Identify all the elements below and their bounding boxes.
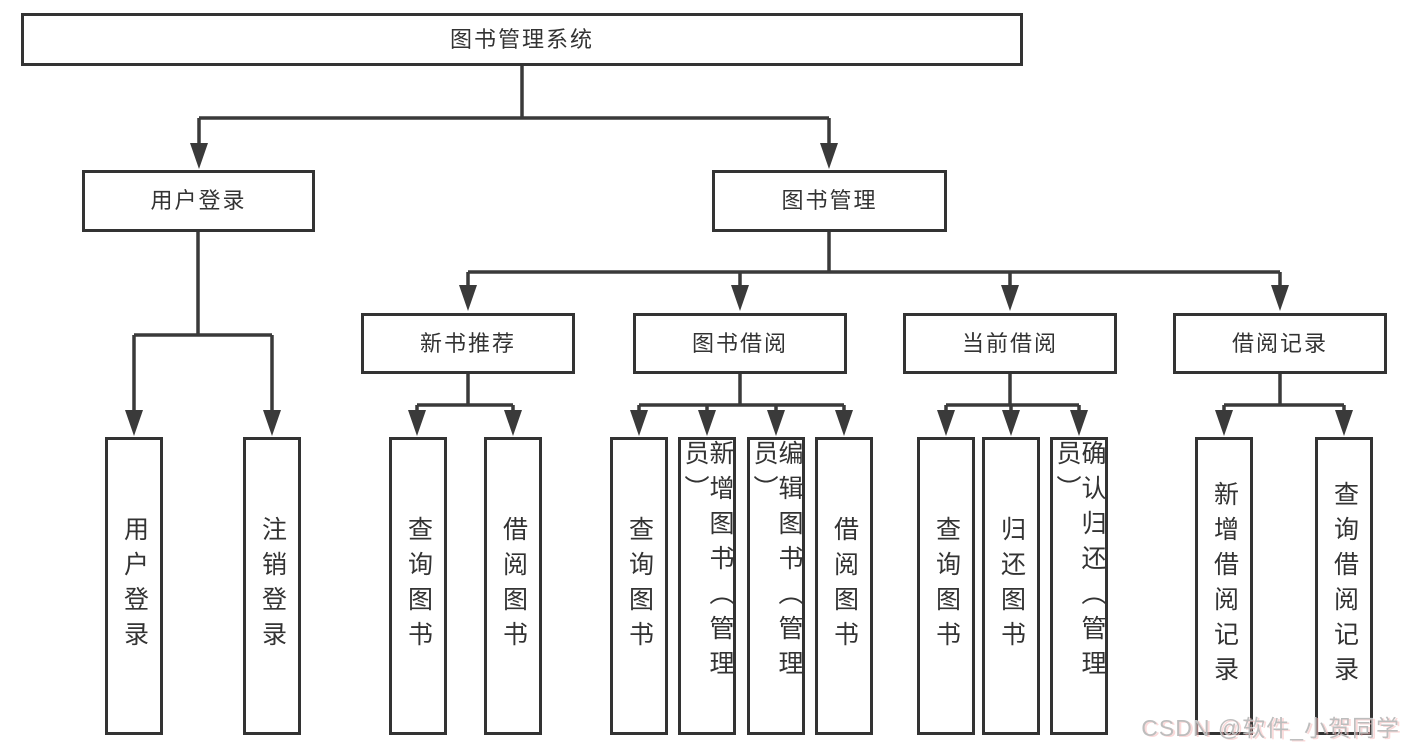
leaf-add-books-admin: 新增图书（管理员） [678, 437, 736, 735]
node-label: 用户登录 [120, 516, 149, 656]
node-label: 借阅图书 [499, 516, 528, 656]
node-borrow-records: 借阅记录 [1173, 313, 1387, 374]
leaf-current-query-books: 查询图书 [917, 437, 975, 735]
node-root: 图书管理系统 [21, 13, 1023, 66]
node-user-login: 用户登录 [82, 170, 315, 232]
leaf-return-books: 归还图书 [982, 437, 1040, 735]
leaf-recommend-borrow-books: 借阅图书 [484, 437, 542, 735]
node-book-borrow: 图书借阅 [633, 313, 847, 374]
node-label: 编辑图书（管理员） [750, 440, 803, 685]
node-label: 用户登录 [150, 188, 247, 213]
leaf-borrow-query-books: 查询图书 [610, 437, 668, 735]
leaf-confirm-return-admin: 确认归还（管理员） [1050, 437, 1108, 735]
node-label: 新书推荐 [419, 330, 516, 356]
node-label: 当前借阅 [961, 330, 1058, 356]
node-label: 图书借阅 [691, 330, 788, 356]
node-label: 查询图书 [932, 516, 961, 656]
node-label: 图书管理系统 [449, 26, 594, 52]
leaf-user-login: 用户登录 [105, 437, 163, 735]
node-label: 借阅记录 [1231, 330, 1328, 356]
leaf-borrow-books: 借阅图书 [815, 437, 873, 735]
node-label: 确认归还（管理员） [1053, 440, 1106, 685]
leaf-edit-books-admin: 编辑图书（管理员） [747, 437, 805, 735]
node-label: 借阅图书 [830, 516, 859, 656]
node-current-borrow: 当前借阅 [903, 313, 1117, 374]
node-label: 归还图书 [997, 516, 1026, 656]
leaf-logout: 注销登录 [243, 437, 301, 735]
node-new-book-recommend: 新书推荐 [361, 313, 575, 374]
node-book-management: 图书管理 [712, 170, 947, 232]
leaf-recommend-query-books: 查询图书 [389, 437, 447, 735]
node-label: 查询图书 [625, 516, 654, 656]
node-label: 查询借阅记录 [1330, 481, 1359, 691]
node-label: 查询图书 [404, 516, 433, 656]
node-label: 新增借阅记录 [1210, 481, 1239, 691]
leaf-add-borrow-record: 新增借阅记录 [1195, 437, 1253, 735]
node-label: 注销登录 [258, 516, 287, 656]
node-label: 新增图书（管理员） [681, 440, 734, 685]
leaf-query-borrow-record: 查询借阅记录 [1315, 437, 1373, 735]
node-label: 图书管理 [781, 188, 878, 213]
